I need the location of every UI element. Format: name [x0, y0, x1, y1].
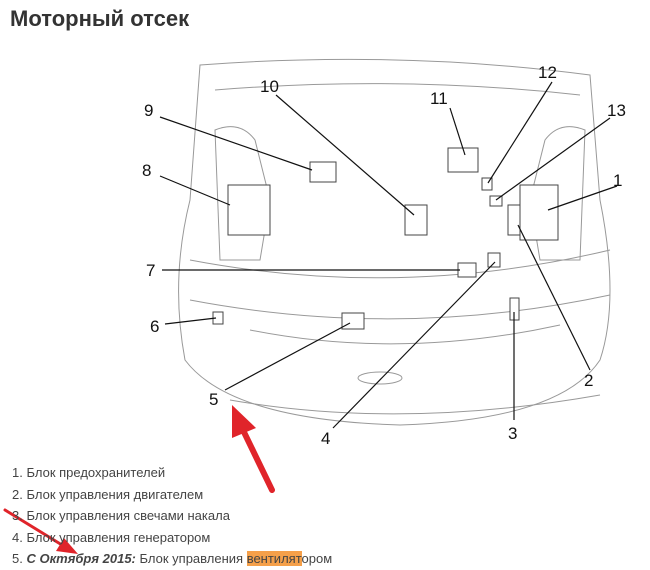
component-9: [309, 161, 337, 183]
component-1: [519, 184, 559, 241]
legend-item: 3. Блок управления свечами накала: [12, 508, 230, 523]
component-4: [487, 252, 501, 268]
page-title: Моторный отсек: [10, 6, 190, 31]
callout-5: 5: [209, 390, 218, 409]
legend-item: 4. Блок управления генератором: [12, 529, 211, 545]
annotation-arrows: [3, 405, 275, 554]
component-12: [481, 177, 493, 191]
callout-8: 8: [142, 161, 151, 180]
legend-item: 1. Блок предохранителей: [12, 465, 166, 480]
callout-4: 4: [321, 429, 330, 448]
callout-13: 13: [607, 101, 626, 120]
component-8: [227, 184, 271, 236]
component-13: [489, 195, 503, 207]
callout-11: 11: [430, 89, 448, 108]
component-7: [457, 262, 477, 278]
red-arrow-small-head: [56, 538, 78, 554]
callout-10: 10: [260, 77, 279, 96]
components: [212, 147, 559, 330]
component-11: [447, 147, 479, 173]
callout-6: 6: [150, 317, 159, 336]
legend-list: 1. Блок предохранителей 2. Блок управлен…: [0, 462, 332, 570]
legend-item: 2. Блок управления двигателем: [12, 486, 204, 502]
red-arrow-small: [3, 508, 64, 547]
leader-lines: [159, 81, 618, 429]
callout-9: 9: [144, 101, 153, 120]
red-arrow-large-head: [232, 405, 256, 438]
car-outline: [178, 58, 611, 426]
callout-7: 7: [146, 261, 155, 280]
legend-item: 5. С Октября 2015: Блок управления венти…: [12, 551, 333, 566]
component-5: [341, 312, 365, 330]
component-2: [507, 204, 521, 236]
date-note: С Октября 2015:: [26, 551, 136, 566]
callout-12: 12: [538, 63, 557, 82]
callout-numbers: 1 2 3 4 5 6 7 8 9 10 11 12 13: [142, 63, 626, 448]
callout-2: 2: [584, 371, 593, 390]
callout-1: 1: [613, 171, 622, 190]
highlighted-text: вентилят: [246, 551, 302, 566]
red-arrow-large: [239, 425, 275, 493]
callout-3: 3: [508, 424, 517, 443]
